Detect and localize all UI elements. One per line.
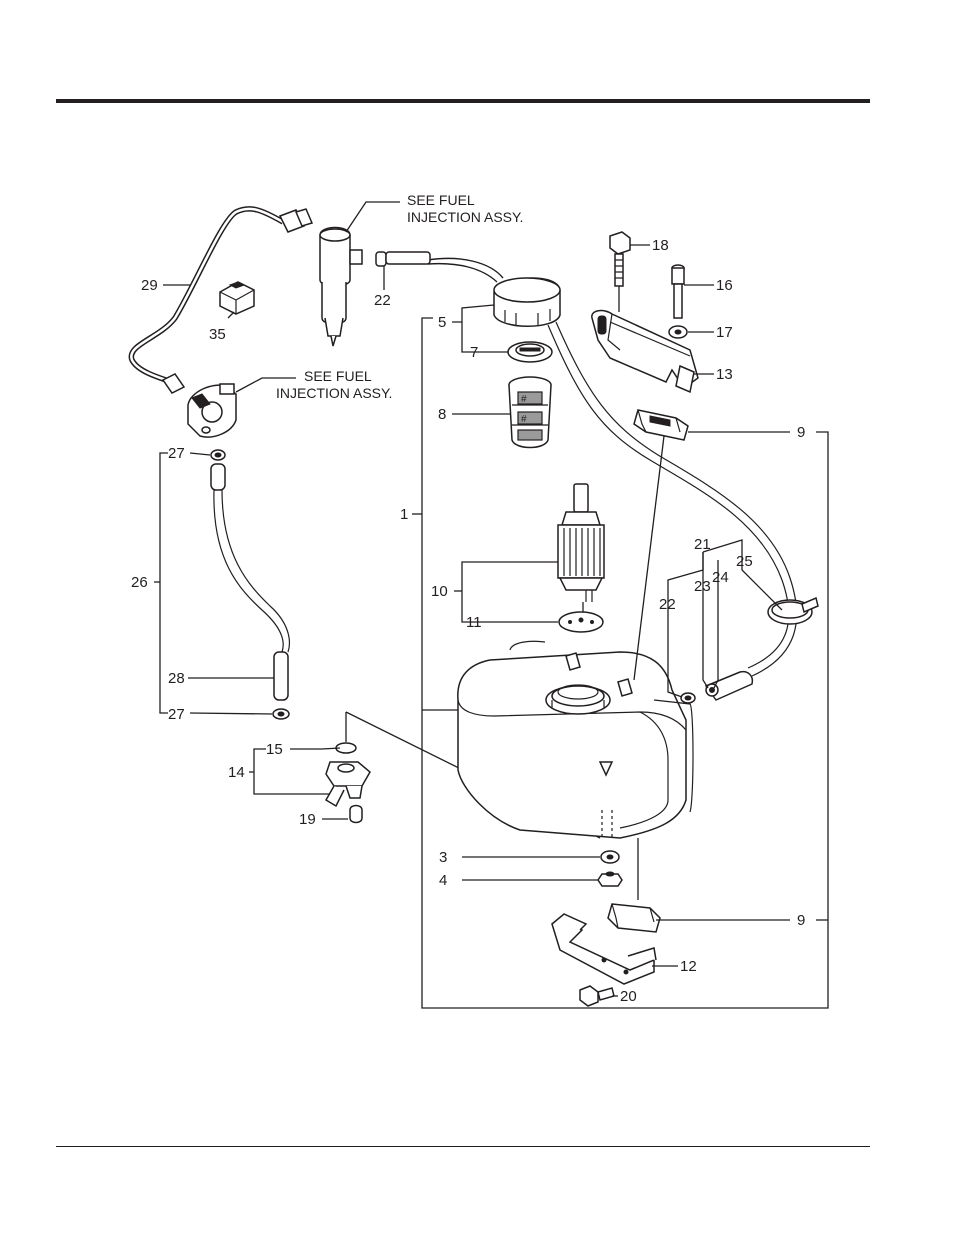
injection-pipe-inner <box>131 209 283 384</box>
callout-10: 10 <box>431 583 448 600</box>
callout-3: 3 <box>439 849 447 866</box>
callout-26: 26 <box>131 574 148 591</box>
callout-14: 14 <box>228 764 245 781</box>
callout-25: 25 <box>736 553 753 570</box>
fuel-tank <box>458 641 693 838</box>
washer-17 <box>669 326 687 338</box>
injector-note-line1: SEE FUEL <box>407 192 475 208</box>
leader-7 <box>462 322 508 352</box>
bolt-20 <box>580 986 614 1006</box>
callout-20: 20 <box>620 988 637 1005</box>
dust-cap <box>220 282 254 314</box>
callout-23: 23 <box>694 578 711 595</box>
callout-29: 29 <box>141 277 158 294</box>
hose-clamp-upper <box>211 450 225 460</box>
filter-plate <box>559 612 603 632</box>
rubber-guide-line <box>634 436 664 680</box>
fuel-hose <box>214 490 283 652</box>
callout-21: 21 <box>694 536 711 553</box>
strainer-mark-1: # <box>521 394 527 405</box>
return-hose <box>428 258 503 278</box>
tank-cap <box>494 278 560 326</box>
leader-27-top <box>190 453 210 455</box>
fuel-injector <box>320 228 362 347</box>
callout-35: 35 <box>209 326 226 343</box>
callout-13: 13 <box>716 366 733 383</box>
bolt-18 <box>610 232 630 286</box>
callout-18: 18 <box>652 237 669 254</box>
leader-10 <box>462 562 558 591</box>
strainer-mark-2: # <box>521 414 527 425</box>
leader-14-bottom <box>254 772 330 794</box>
hose-clamp-lower <box>273 709 289 719</box>
fuel-feed-pump <box>188 384 236 437</box>
hose-stub-upper <box>211 464 225 490</box>
fuel-hose-section <box>274 652 288 700</box>
hose-clamp-25 <box>768 598 818 624</box>
callout-22-right: 22 <box>659 596 676 613</box>
tank-bracket-13 <box>592 311 698 392</box>
callout-1: 1 <box>400 506 408 523</box>
leader-22-right <box>668 552 703 697</box>
hose-fitting-22 <box>681 693 695 703</box>
leader-15 <box>290 748 340 749</box>
stud-16 <box>672 265 684 318</box>
callout-24: 24 <box>712 569 729 586</box>
callout-4: 4 <box>439 872 447 889</box>
leader-35 <box>228 312 234 318</box>
pump-note-line2: INJECTION ASSY. <box>276 385 392 401</box>
fuel-filter <box>558 484 604 602</box>
hose-joint-23-24 <box>706 672 752 700</box>
callout-27-top: 27 <box>168 445 185 462</box>
return-banjo <box>376 252 430 266</box>
callout-22-left: 22 <box>374 292 391 309</box>
nut-4 <box>598 872 622 886</box>
leader-14-top <box>254 749 266 772</box>
callout-9-bottom: 9 <box>797 912 805 929</box>
callout-12: 12 <box>680 958 697 975</box>
fuel-hose-2 <box>222 490 289 652</box>
injector-note-line2: INJECTION ASSY. <box>407 209 523 225</box>
callout-28: 28 <box>168 670 185 687</box>
callout-8: 8 <box>438 406 446 423</box>
callout-7: 7 <box>470 344 478 361</box>
callout-11: 11 <box>466 614 482 631</box>
injection-pipe <box>131 209 283 384</box>
washer-3 <box>601 851 619 863</box>
callout-15: 15 <box>266 741 283 758</box>
pipe-nut-bottom <box>163 374 184 393</box>
fuel-cock <box>326 743 370 823</box>
pipe-nut-top <box>280 209 312 232</box>
cushion-rubber-upper <box>634 410 688 440</box>
callout-5: 5 <box>438 314 446 331</box>
callout-27-bottom: 27 <box>168 706 185 723</box>
leader-5 <box>452 305 494 322</box>
leader-23 <box>703 552 708 688</box>
cap-gasket <box>508 342 552 362</box>
fuel-strainer: # # <box>509 377 551 448</box>
pump-note-line1: SEE FUEL <box>304 368 372 384</box>
cushion-rubber-lower <box>608 904 660 932</box>
callout-17: 17 <box>716 324 733 341</box>
leader-27-bottom <box>190 713 272 714</box>
callout-19: 19 <box>299 811 316 828</box>
bracket-26 <box>160 453 168 713</box>
callout-16: 16 <box>716 277 733 294</box>
injector-note-leader <box>346 202 400 232</box>
callout-9-top: 9 <box>797 424 805 441</box>
